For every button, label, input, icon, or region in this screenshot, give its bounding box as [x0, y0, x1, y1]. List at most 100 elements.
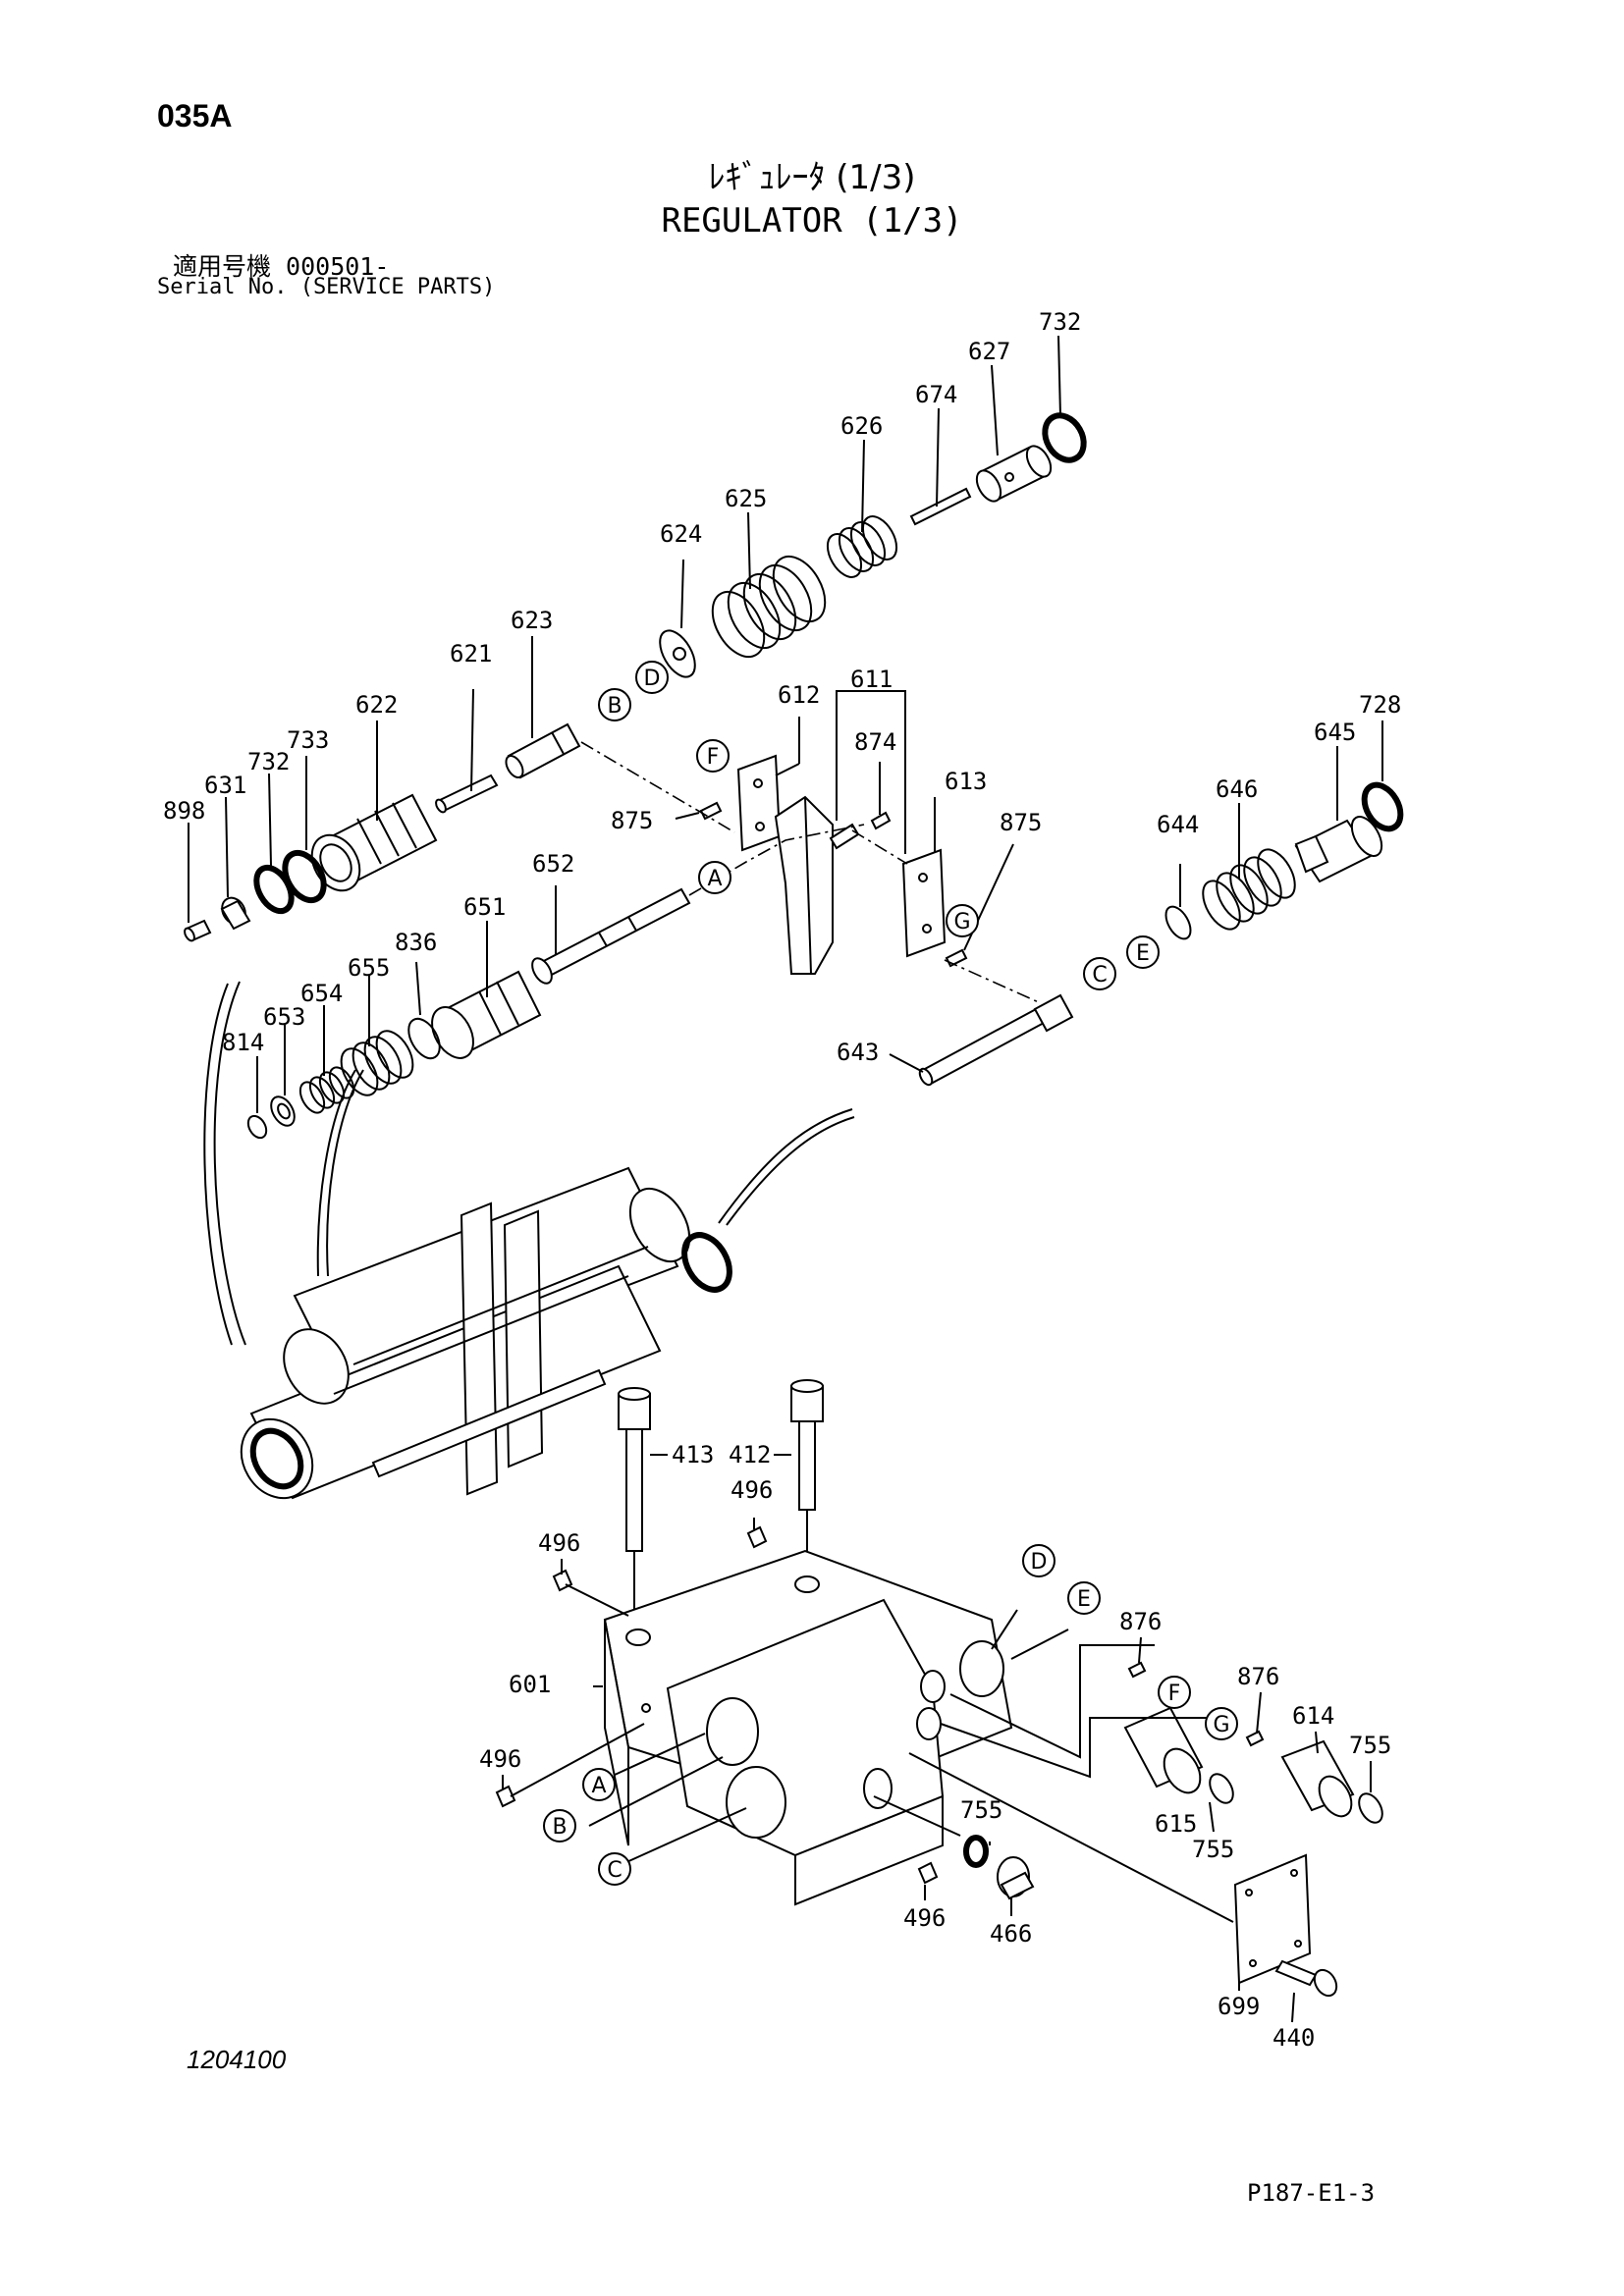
part-number: 614 [1292, 1702, 1334, 1730]
part-number: 622 [355, 691, 398, 719]
part-number: 876 [1237, 1663, 1279, 1690]
page-code: 035A [157, 98, 233, 133]
part-drawing-728-oring [1361, 781, 1404, 832]
part-drawing-625-spring [711, 555, 827, 659]
part-drawing-674-pin [909, 487, 972, 526]
title-english: REGULATOR (1/3) [661, 201, 963, 240]
reference-marker: F [1168, 1682, 1181, 1706]
part-number: 875 [611, 807, 653, 834]
part-number: 624 [660, 520, 702, 548]
part-drawing-612-plate [736, 754, 782, 852]
part-number: 898 [163, 797, 205, 825]
reference-marker: A [591, 1774, 606, 1798]
part-drawing-466-plug [997, 1856, 1035, 1900]
part-number: 496 [479, 1745, 521, 1773]
title-japanese: ﾚｷﾞｭﾚｰﾀ (1/3) [708, 158, 916, 197]
part-number: 621 [450, 640, 492, 667]
part-number: 615 [1155, 1810, 1197, 1838]
part-number: 631 [204, 772, 246, 799]
part-number: 496 [903, 1904, 946, 1932]
part-drawing-623-spool [505, 722, 581, 779]
part-number: 652 [532, 850, 574, 878]
part-drawing-875-pin-left [699, 801, 723, 821]
part-number: 653 [263, 1003, 305, 1031]
part-number: 874 [854, 728, 896, 756]
part-number: 623 [511, 607, 553, 634]
leader-lines [188, 335, 1383, 2023]
part-number: 466 [990, 1920, 1032, 1948]
part-number: 627 [968, 338, 1010, 365]
part-drawing-814-snap-ring [246, 1114, 268, 1140]
part-drawing-898-pin [184, 919, 212, 942]
part-number: 674 [915, 381, 957, 408]
part-drawing-645-piston [1294, 816, 1383, 883]
part-number: 733 [287, 726, 329, 754]
part-drawing-626-spring [826, 515, 898, 578]
part-drawing-631-bushing [220, 896, 251, 931]
part-number: 732 [247, 748, 290, 775]
part-drawing-654-spring [298, 1066, 355, 1114]
part-drawing-412-bolt [790, 1379, 824, 1511]
serial-label-english: Serial No. (SERVICE PARTS) [157, 275, 496, 299]
reference-marker: D [644, 667, 661, 691]
part-number: 875 [1000, 809, 1042, 836]
reference-marker: B [607, 694, 622, 719]
reference-marker: E [1136, 941, 1150, 966]
part-number: 755 [1192, 1836, 1234, 1863]
part-number: 651 [463, 893, 506, 921]
reference-marker: C [1092, 963, 1107, 988]
page-reference: P187-E1-3 [1247, 2179, 1376, 2207]
part-number: 755 [960, 1796, 1002, 1824]
reference-marker: C [607, 1858, 622, 1883]
part-drawing-621-rod [435, 774, 499, 814]
part-drawing-836-ring [407, 1017, 441, 1060]
part-number: 644 [1157, 811, 1199, 838]
part-number: 440 [1272, 2024, 1315, 2052]
part-drawing-643-rod [918, 993, 1074, 1087]
part-number: 643 [837, 1039, 879, 1066]
part-drawing-655-spring [340, 1030, 414, 1096]
part-drawing-613-plate [901, 848, 947, 958]
part-drawing-755-oring-center [963, 1835, 989, 1868]
part-drawing-644-seat [1164, 905, 1192, 940]
part-number: 655 [348, 954, 390, 982]
part-drawing-496-plug-b [746, 1525, 768, 1549]
part-drawing-601-housing [603, 1549, 1013, 1906]
part-drawing-627-plug [975, 445, 1053, 503]
part-number: 613 [945, 768, 987, 795]
part-number: 814 [222, 1029, 264, 1056]
part-drawing-652-spool [531, 887, 691, 985]
part-drawing-876-pin-upper [1127, 1661, 1147, 1679]
part-number: 612 [778, 681, 820, 709]
assembled-regulator-view [203, 981, 855, 1500]
part-number: 496 [731, 1476, 773, 1504]
reference-marker: G [953, 910, 970, 934]
reference-marker: E [1077, 1587, 1091, 1612]
reference-markers: B D F A G C E D E F G A B C [543, 661, 1238, 1886]
part-drawing-651-sleeve [431, 970, 542, 1059]
part-number: 645 [1314, 719, 1356, 746]
part-drawing-622-sleeve [310, 793, 438, 892]
drawing-number: 1204100 [187, 2045, 287, 2074]
serial-label-japanese: 適用号機 000501- [173, 252, 390, 281]
part-drawing-653-seat [270, 1095, 296, 1127]
part-number: 732 [1039, 308, 1081, 336]
part-drawing-413-bolt [618, 1387, 651, 1552]
part-drawing-732-oring-left [253, 864, 295, 915]
part-drawing-440-bolt [1274, 1959, 1338, 1998]
reference-marker: F [707, 745, 720, 770]
part-drawing-496-plug-d [917, 1861, 939, 1885]
part-drawing-496-plug-c [495, 1785, 516, 1808]
part-number: 836 [395, 929, 437, 956]
reference-marker: A [707, 867, 722, 891]
part-drawing-699-cover [1233, 1853, 1312, 1985]
part-drawing-646-spring [1202, 848, 1296, 931]
part-drawing-614-plug [1280, 1739, 1355, 1818]
part-number: 413 [672, 1441, 714, 1468]
part-drawing-874-pin [870, 811, 892, 830]
part-number: 699 [1218, 1993, 1260, 2020]
part-drawing-624-seat [659, 629, 696, 678]
part-drawing-615-sleeve [1123, 1706, 1204, 1794]
part-number: 412 [729, 1441, 771, 1468]
